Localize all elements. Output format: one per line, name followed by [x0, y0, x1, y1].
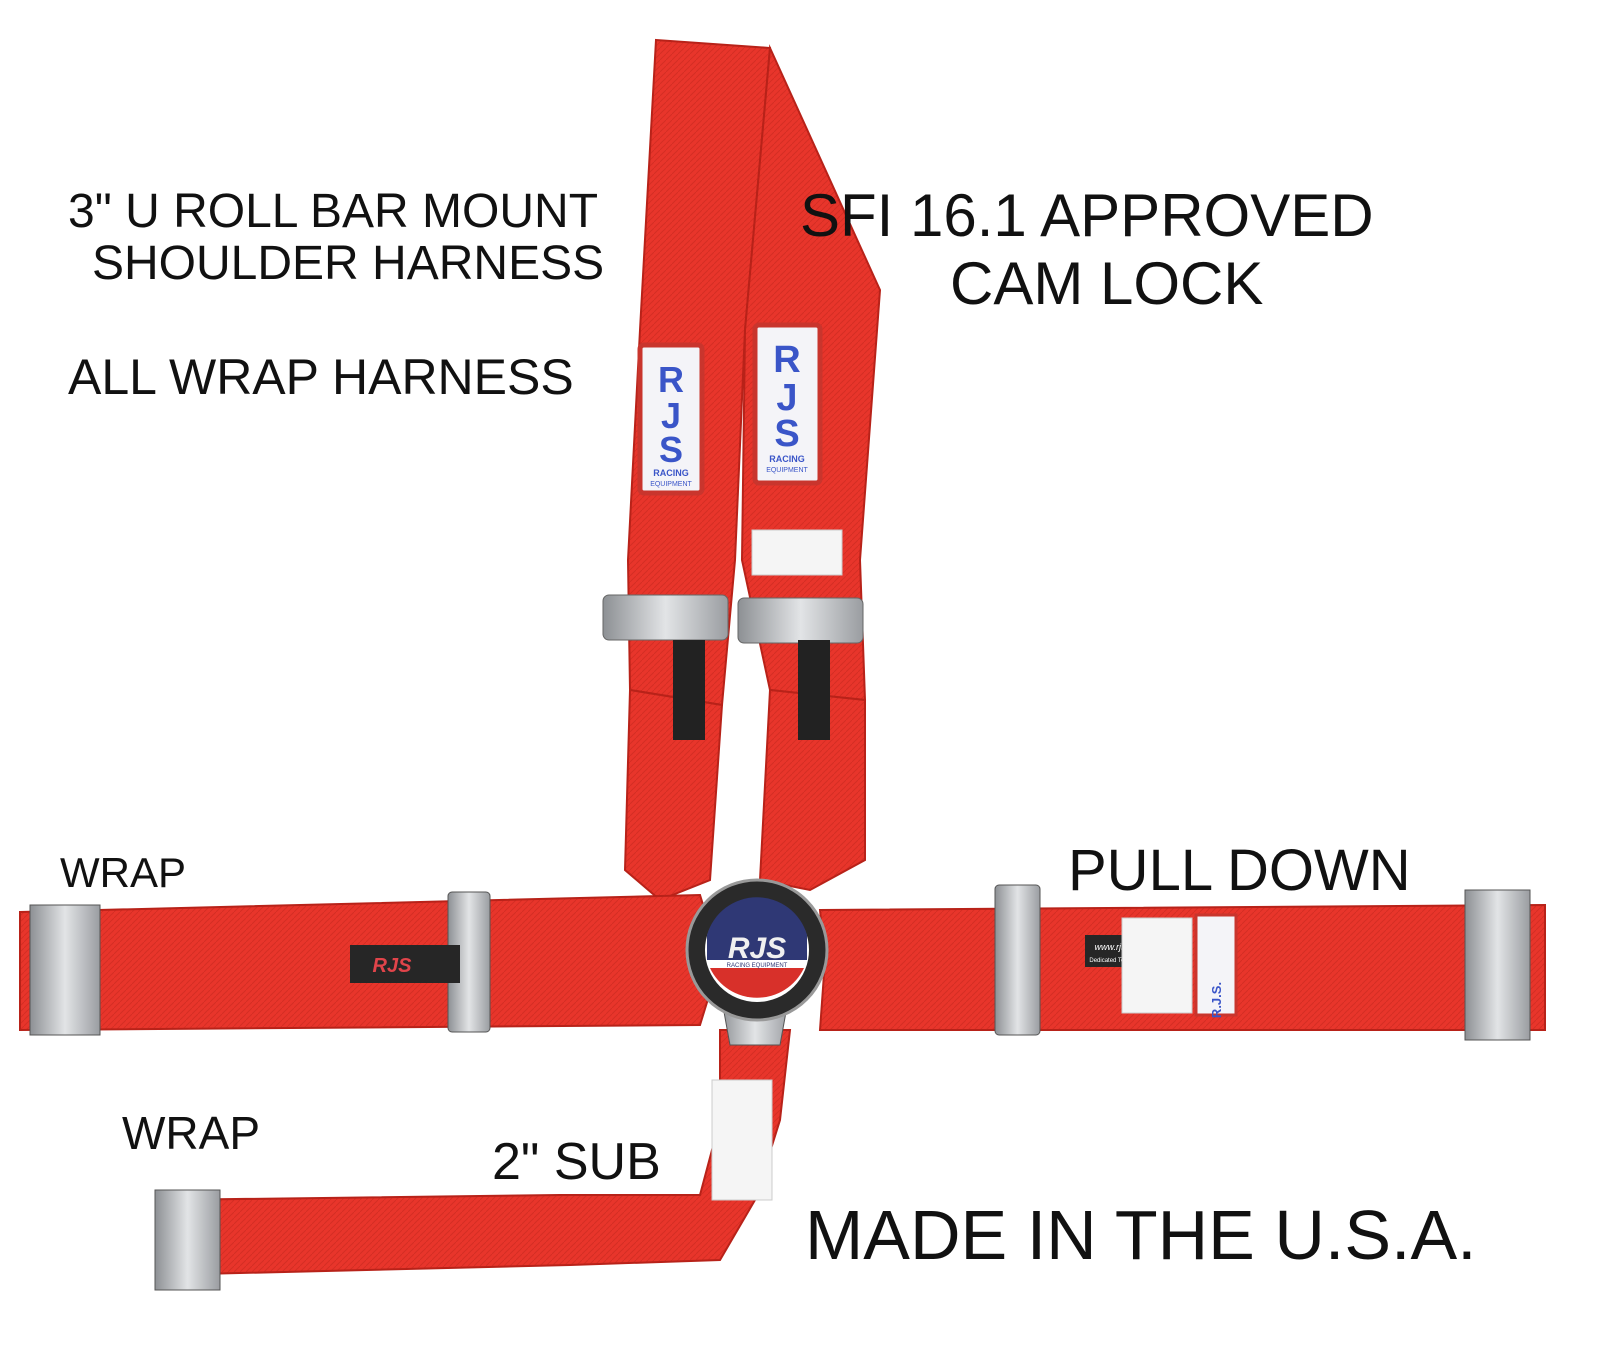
svg-text:RJS: RJS — [728, 932, 786, 965]
lap-belt-left: RJS — [19, 891, 722, 1036]
sfi-tag — [751, 529, 843, 576]
svg-text:EQUIPMENT: EQUIPMENT — [766, 467, 808, 474]
sfi-annotation-line2: CAM LOCK — [950, 250, 1264, 317]
sub-strap-annotation: 2" SUB — [492, 1133, 661, 1191]
rjs-shoulder-label-right: R J S RACING EQUIPMENT — [752, 322, 823, 486]
lap-belt-right: www.rjsracing.com Dedicated To Safety Si… — [818, 884, 1546, 1041]
shoulder-adjuster-left — [602, 594, 729, 740]
mount-annotation-line2: SHOULDER HARNESS — [92, 237, 605, 290]
mount-annotation-line1: 3" U ROLL BAR MOUNT — [68, 185, 599, 238]
svg-text:J: J — [661, 395, 681, 436]
svg-text:S: S — [659, 429, 683, 470]
rjs-shoulder-label-left: R J S RACING EQUIPMENT — [637, 342, 705, 496]
svg-text:R.J.S.: R.J.S. — [1209, 982, 1224, 1018]
svg-text:J: J — [776, 377, 797, 419]
svg-text:EQUIPMENT: EQUIPMENT — [650, 481, 692, 488]
svg-text:RACING EQUIPMENT: RACING EQUIPMENT — [727, 963, 788, 969]
svg-text:R: R — [773, 339, 800, 381]
svg-text:RJS: RJS — [373, 955, 413, 977]
svg-text:RACING: RACING — [653, 468, 689, 478]
svg-text:S: S — [774, 413, 799, 455]
wrap-bottom-annotation: WRAP — [122, 1107, 260, 1159]
svg-text:R: R — [658, 359, 684, 400]
sfi-annotation-line1: SFI 16.1 APPROVED — [800, 182, 1374, 249]
pull-down-annotation: PULL DOWN — [1068, 838, 1411, 903]
origin-annotation: MADE IN THE U.S.A. — [805, 1196, 1477, 1274]
cam-lock-buckle: RJS RACING EQUIPMENT — [685, 878, 829, 1022]
wrap-left-annotation: WRAP — [60, 849, 186, 896]
svg-text:RACING: RACING — [769, 454, 805, 464]
shoulder-adjuster-right — [737, 597, 864, 740]
wrap-harness-annotation: ALL WRAP HARNESS — [68, 349, 574, 405]
